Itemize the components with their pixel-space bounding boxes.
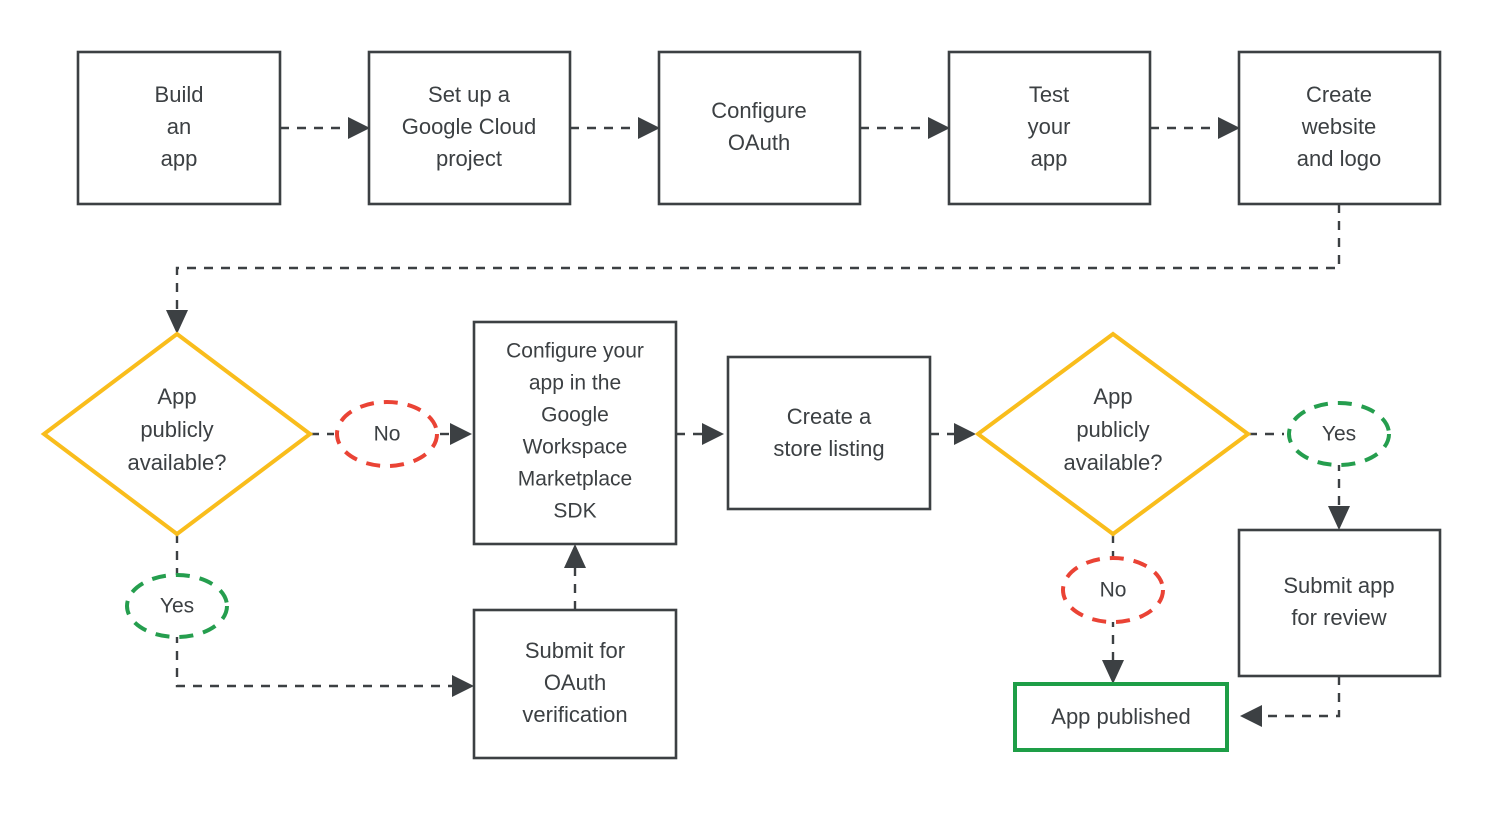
node-label-line: app [1031, 146, 1068, 171]
edge-test-to-website [1150, 117, 1240, 139]
node-label-line: publicly [140, 417, 213, 442]
node-label-line: app [161, 146, 198, 171]
node-app-published[interactable]: App published [1013, 682, 1229, 752]
node-label-line: Create a [787, 404, 872, 429]
edge-submit-review-to-app-published [1240, 676, 1341, 727]
edge-store-listing-to-decision-right [930, 423, 976, 445]
node-label-line: available? [127, 450, 226, 475]
node-label-line: available? [1063, 450, 1162, 475]
edge-label-text: Yes [160, 595, 194, 618]
node-label-line: your [1028, 114, 1071, 139]
node-label-line: Configure your [506, 340, 644, 363]
node-create-website-and-logo[interactable]: Create website and logo [1237, 50, 1442, 206]
node-label-line: App [157, 384, 196, 409]
node-label-line: Set up a [428, 82, 511, 107]
node-label-line: App [1093, 384, 1132, 409]
node-label-line: Test [1029, 82, 1069, 107]
node-label-line: Workspace [523, 436, 628, 459]
edge-oauth-verification-to-configure-sdk [564, 544, 586, 610]
node-label-line: and logo [1297, 146, 1381, 171]
node-build-an-app[interactable]: Build an app [76, 50, 282, 206]
node-app-publicly-available-right[interactable]: App publicly available? [974, 331, 1252, 537]
node-submit-for-oauth-verification[interactable]: Submit for OAuth verification [472, 608, 678, 760]
node-label-line: Create [1306, 82, 1372, 107]
edge-yes-to-submit-review [1328, 462, 1350, 530]
node-submit-app-for-review[interactable]: Submit app for review [1237, 528, 1442, 678]
edge-configure-sdk-to-store-listing [676, 423, 724, 445]
edge-label-yes-right: Yes [1287, 401, 1391, 467]
node-label-line: website [1301, 114, 1377, 139]
node-label-line: project [436, 146, 502, 171]
edge-no-to-configure-sdk [440, 423, 472, 445]
node-configure-oauth[interactable]: Configure OAuth [657, 50, 862, 206]
node-label-line: store listing [773, 436, 884, 461]
node-label-line: publicly [1076, 417, 1149, 442]
edge-no-to-app-published [1102, 618, 1124, 684]
edge-label-yes-left: Yes [125, 573, 229, 639]
edge-website-to-decision-left [166, 204, 1341, 334]
node-label-line: Google Cloud [402, 114, 537, 139]
node-app-publicly-available-left[interactable]: App publicly available? [40, 331, 314, 537]
node-label-line: Submit app [1283, 573, 1394, 598]
edge-gcp-to-oauth [570, 117, 660, 139]
node-set-up-google-cloud-project[interactable]: Set up a Google Cloud project [367, 50, 572, 206]
node-test-your-app[interactable]: Test your app [947, 50, 1152, 206]
edge-oauth-to-test [860, 117, 950, 139]
node-label-line: Configure [711, 98, 806, 123]
node-label-line: for review [1291, 605, 1386, 630]
edge-build-to-gcp [280, 117, 370, 139]
node-label-line: Submit for [525, 638, 625, 663]
edge-label-no-right: No [1061, 556, 1165, 624]
edge-label-text: No [1100, 579, 1127, 602]
edge-label-text: Yes [1322, 423, 1356, 446]
node-label-line: Marketplace [518, 468, 632, 491]
node-label-line: an [167, 114, 191, 139]
node-label-line: OAuth [728, 130, 790, 155]
node-label-line: App published [1051, 704, 1190, 729]
node-label-line: Build [155, 82, 204, 107]
connectors-layer [166, 117, 1350, 727]
node-label-line: app in the [529, 372, 621, 395]
edge-label-text: No [374, 423, 401, 446]
node-label-line: OAuth [544, 670, 606, 695]
node-configure-app-in-marketplace-sdk[interactable]: Configure your app in the Google Workspa… [472, 320, 678, 546]
edge-yes-to-oauth-verification [175, 634, 474, 697]
edge-label-no-left: No [335, 400, 439, 468]
node-label-line: Google [541, 404, 609, 427]
node-label-line: SDK [553, 500, 596, 523]
node-create-a-store-listing[interactable]: Create a store listing [726, 355, 932, 511]
node-label-line: verification [522, 702, 627, 727]
